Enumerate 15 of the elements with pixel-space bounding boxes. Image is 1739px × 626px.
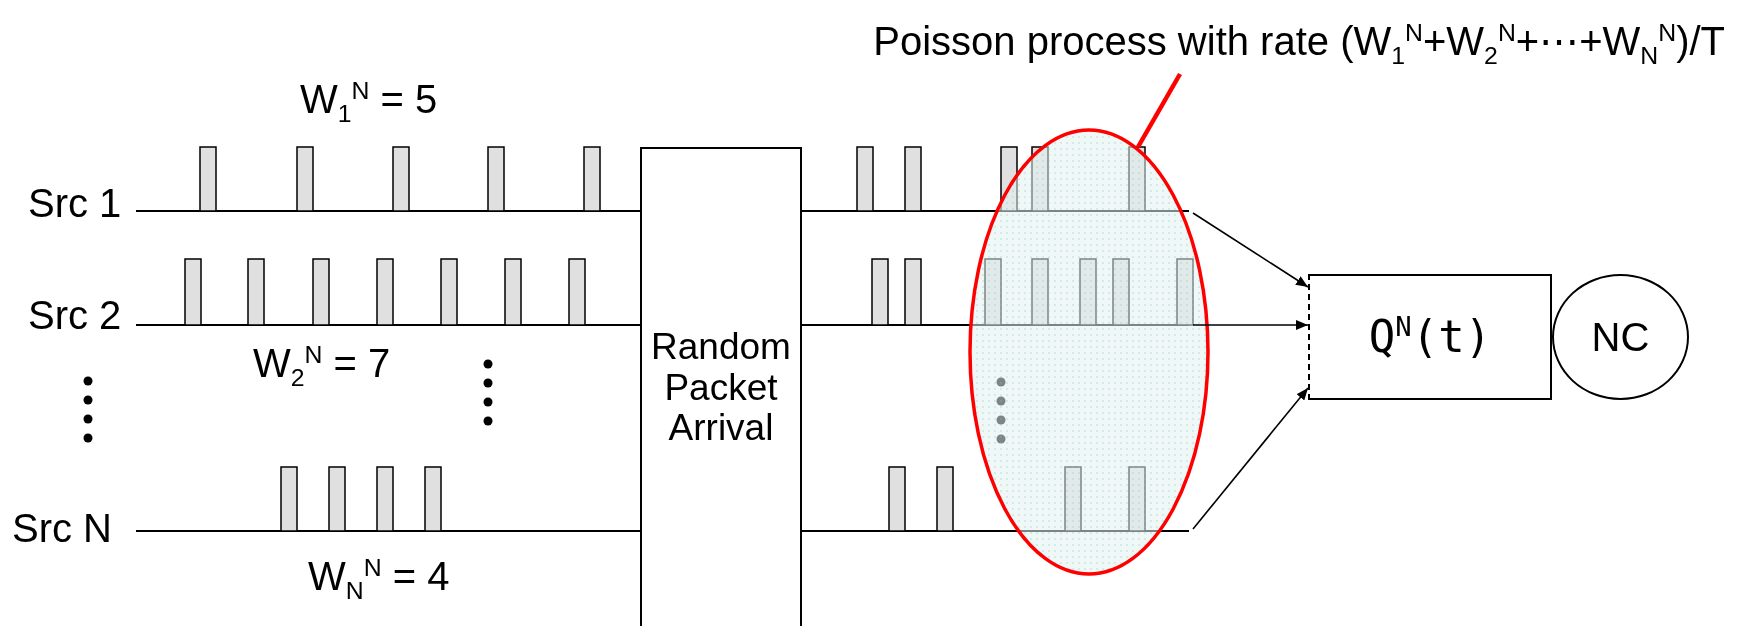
source-label: Src 2 — [28, 292, 122, 338]
source-label: Src 1 — [28, 180, 122, 226]
process-box: Random Packet Arrival — [640, 147, 802, 626]
ellipse-highlight — [968, 128, 1210, 576]
weight-label: W$_{1}$$^{N}$ = 5 — [300, 76, 438, 122]
queue-box: Q$^{N}$(t) — [1308, 274, 1552, 400]
arrow — [1192, 212, 1309, 288]
weight-label: W$_{N}$$^{N}$ = 4 — [308, 553, 450, 599]
arrow — [1192, 320, 1309, 330]
node-circle: NC — [1552, 274, 1689, 400]
weight-label: W$_{2}$$^{N}$ = 7 — [253, 340, 391, 386]
source-label: Src N — [12, 505, 112, 551]
arrow — [1192, 387, 1309, 530]
leader-line — [1136, 72, 1182, 149]
annotation-text: Poisson process with rate (W$_{1}$$^{N}$+W$_{2}$$^{N}$+⋯+W$_{N}$$^{N}$)/T — [873, 8, 1725, 74]
